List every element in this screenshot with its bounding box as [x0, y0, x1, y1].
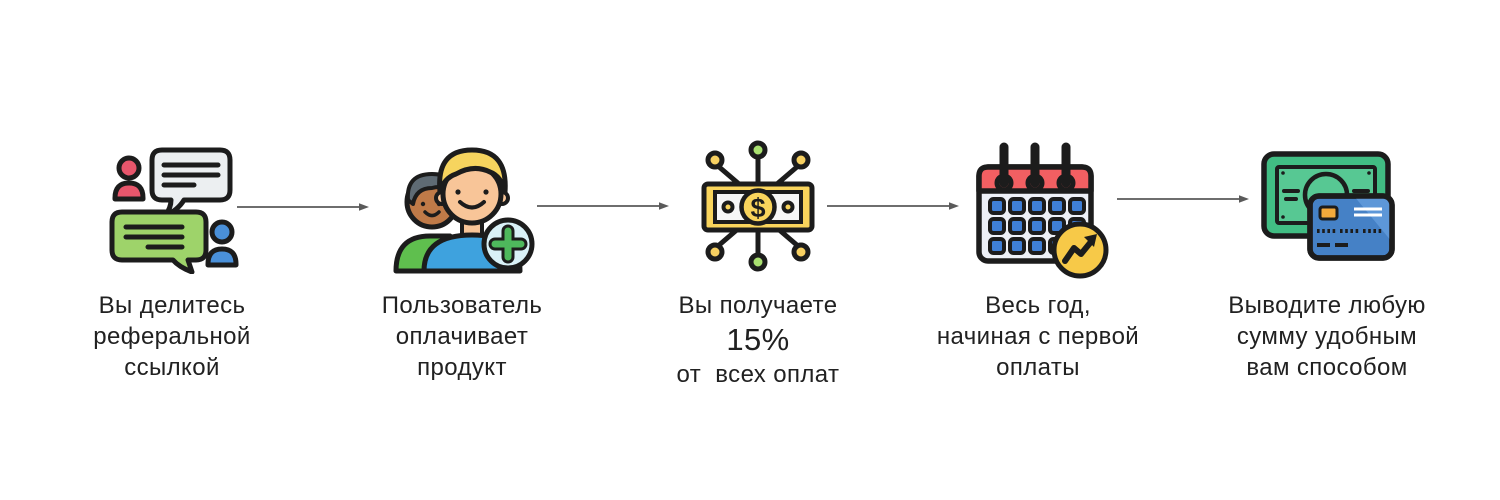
arrow-right-icon [537, 202, 669, 210]
caption-line: реферальной [93, 323, 251, 350]
plus-icon [481, 217, 535, 270]
caption-line: оплаты [996, 354, 1080, 381]
chat-messages-icon [32, 133, 312, 278]
step-withdraw: Выводите любую сумму удобным вам способо… [1187, 133, 1467, 383]
caption-line: продукт [417, 354, 507, 381]
arrow-right-icon [827, 202, 959, 210]
step-whole-year-caption: Весь год, начиная с первой оплаты [898, 290, 1178, 383]
cash-card-icon-svg [1261, 150, 1395, 261]
calendar-pins [994, 142, 1076, 192]
caption-line: Весь год, [985, 292, 1091, 319]
step-user-pays: Пользователь оплачивает продукт [322, 133, 602, 383]
percent-highlight: 15% [726, 322, 790, 357]
step-share-link-caption: Вы делитесь реферальной ссылкой [32, 290, 312, 383]
caption-line: сумму удобным [1236, 323, 1418, 350]
users-add-icon [322, 133, 602, 278]
caption-line: Вы получаете [678, 292, 838, 319]
money-network-icon: $ [618, 133, 898, 278]
person-red-icon [116, 155, 142, 180]
caption-line: оплачивает [395, 323, 529, 350]
caption-line: Выводите любую [1228, 292, 1426, 319]
credit-card-icon [1307, 192, 1395, 261]
step-you-receive-caption: Вы получаете 15% от всех оплат [618, 290, 898, 390]
cash-card-icon [1187, 133, 1467, 278]
calendar-growth-icon-svg [976, 142, 1109, 278]
caption-line: Пользователь [381, 292, 543, 319]
money-network-icon-svg: $ [701, 140, 815, 271]
step-you-receive: $ Вы получаете 15% от всех оплат [618, 133, 898, 390]
step-withdraw-caption: Выводите любую сумму удобным вам способо… [1187, 290, 1467, 383]
caption-line: Вы делитесь [98, 292, 246, 319]
arrow-right-icon [1117, 195, 1249, 203]
caption-line: ссылкой [124, 354, 220, 381]
caption-line: вам способом [1246, 354, 1408, 381]
users-add-icon-svg [393, 147, 535, 273]
person-blue-icon [209, 219, 235, 244]
step-whole-year: Весь год, начиная с первой оплаты [898, 133, 1178, 383]
caption-line: начиная с первой [936, 323, 1140, 350]
trend-up-icon [1051, 221, 1109, 278]
chat-messages-icon-svg [109, 147, 239, 274]
step-share-link: Вы делитесь реферальной ссылкой [32, 133, 312, 383]
card-chip [1318, 205, 1339, 220]
step-user-pays-caption: Пользователь оплачивает продукт [322, 290, 602, 383]
calendar-growth-icon [898, 133, 1178, 278]
dollar-sign: $ [750, 193, 765, 223]
arrow-right-icon [237, 203, 369, 211]
caption-line: от всех оплат [676, 361, 840, 388]
